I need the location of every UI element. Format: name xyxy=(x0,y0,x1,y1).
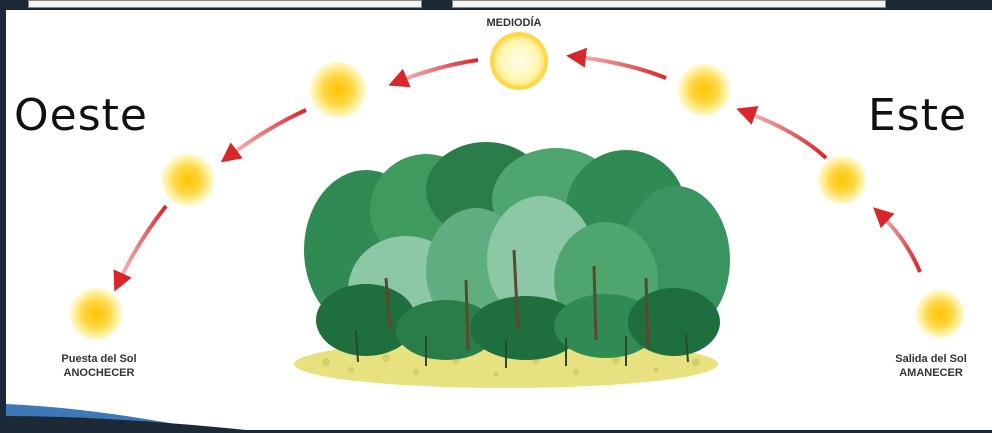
decorative-swoosh xyxy=(6,370,246,430)
west-label: Oeste xyxy=(14,90,148,141)
arrow-icon xyxy=(116,206,166,288)
window-top-bar xyxy=(0,0,992,10)
sun-icon xyxy=(310,62,366,118)
sunrise-line-2: AMANECER xyxy=(866,366,992,380)
sunrise-caption: Salida del Sol AMANECER xyxy=(866,352,992,380)
sunrise-line-1: Salida del Sol xyxy=(866,352,992,366)
arrow-icon xyxy=(740,110,826,158)
noon-label: MEDIODÍA xyxy=(454,16,574,30)
sun-icon xyxy=(70,288,122,340)
top-bar-field-left xyxy=(28,0,422,8)
arrow-icon xyxy=(392,60,478,84)
forest-icon xyxy=(304,142,730,368)
arrow-icon xyxy=(570,56,666,78)
top-bar-field-right xyxy=(452,0,886,8)
sun-icon xyxy=(162,154,214,206)
sunset-line-1: Puesta del Sol xyxy=(34,352,164,366)
sun-icon xyxy=(492,34,546,88)
sun-path-diagram: MEDIODÍA Oeste Este Puesta del Sol ANOCH… xyxy=(6,10,992,430)
arrow-icon xyxy=(876,210,920,272)
arrow-icon xyxy=(224,110,306,160)
sun-icon xyxy=(678,64,730,116)
sun-icon xyxy=(916,290,964,338)
sun-icon xyxy=(818,156,866,204)
east-label: Este xyxy=(868,90,967,141)
